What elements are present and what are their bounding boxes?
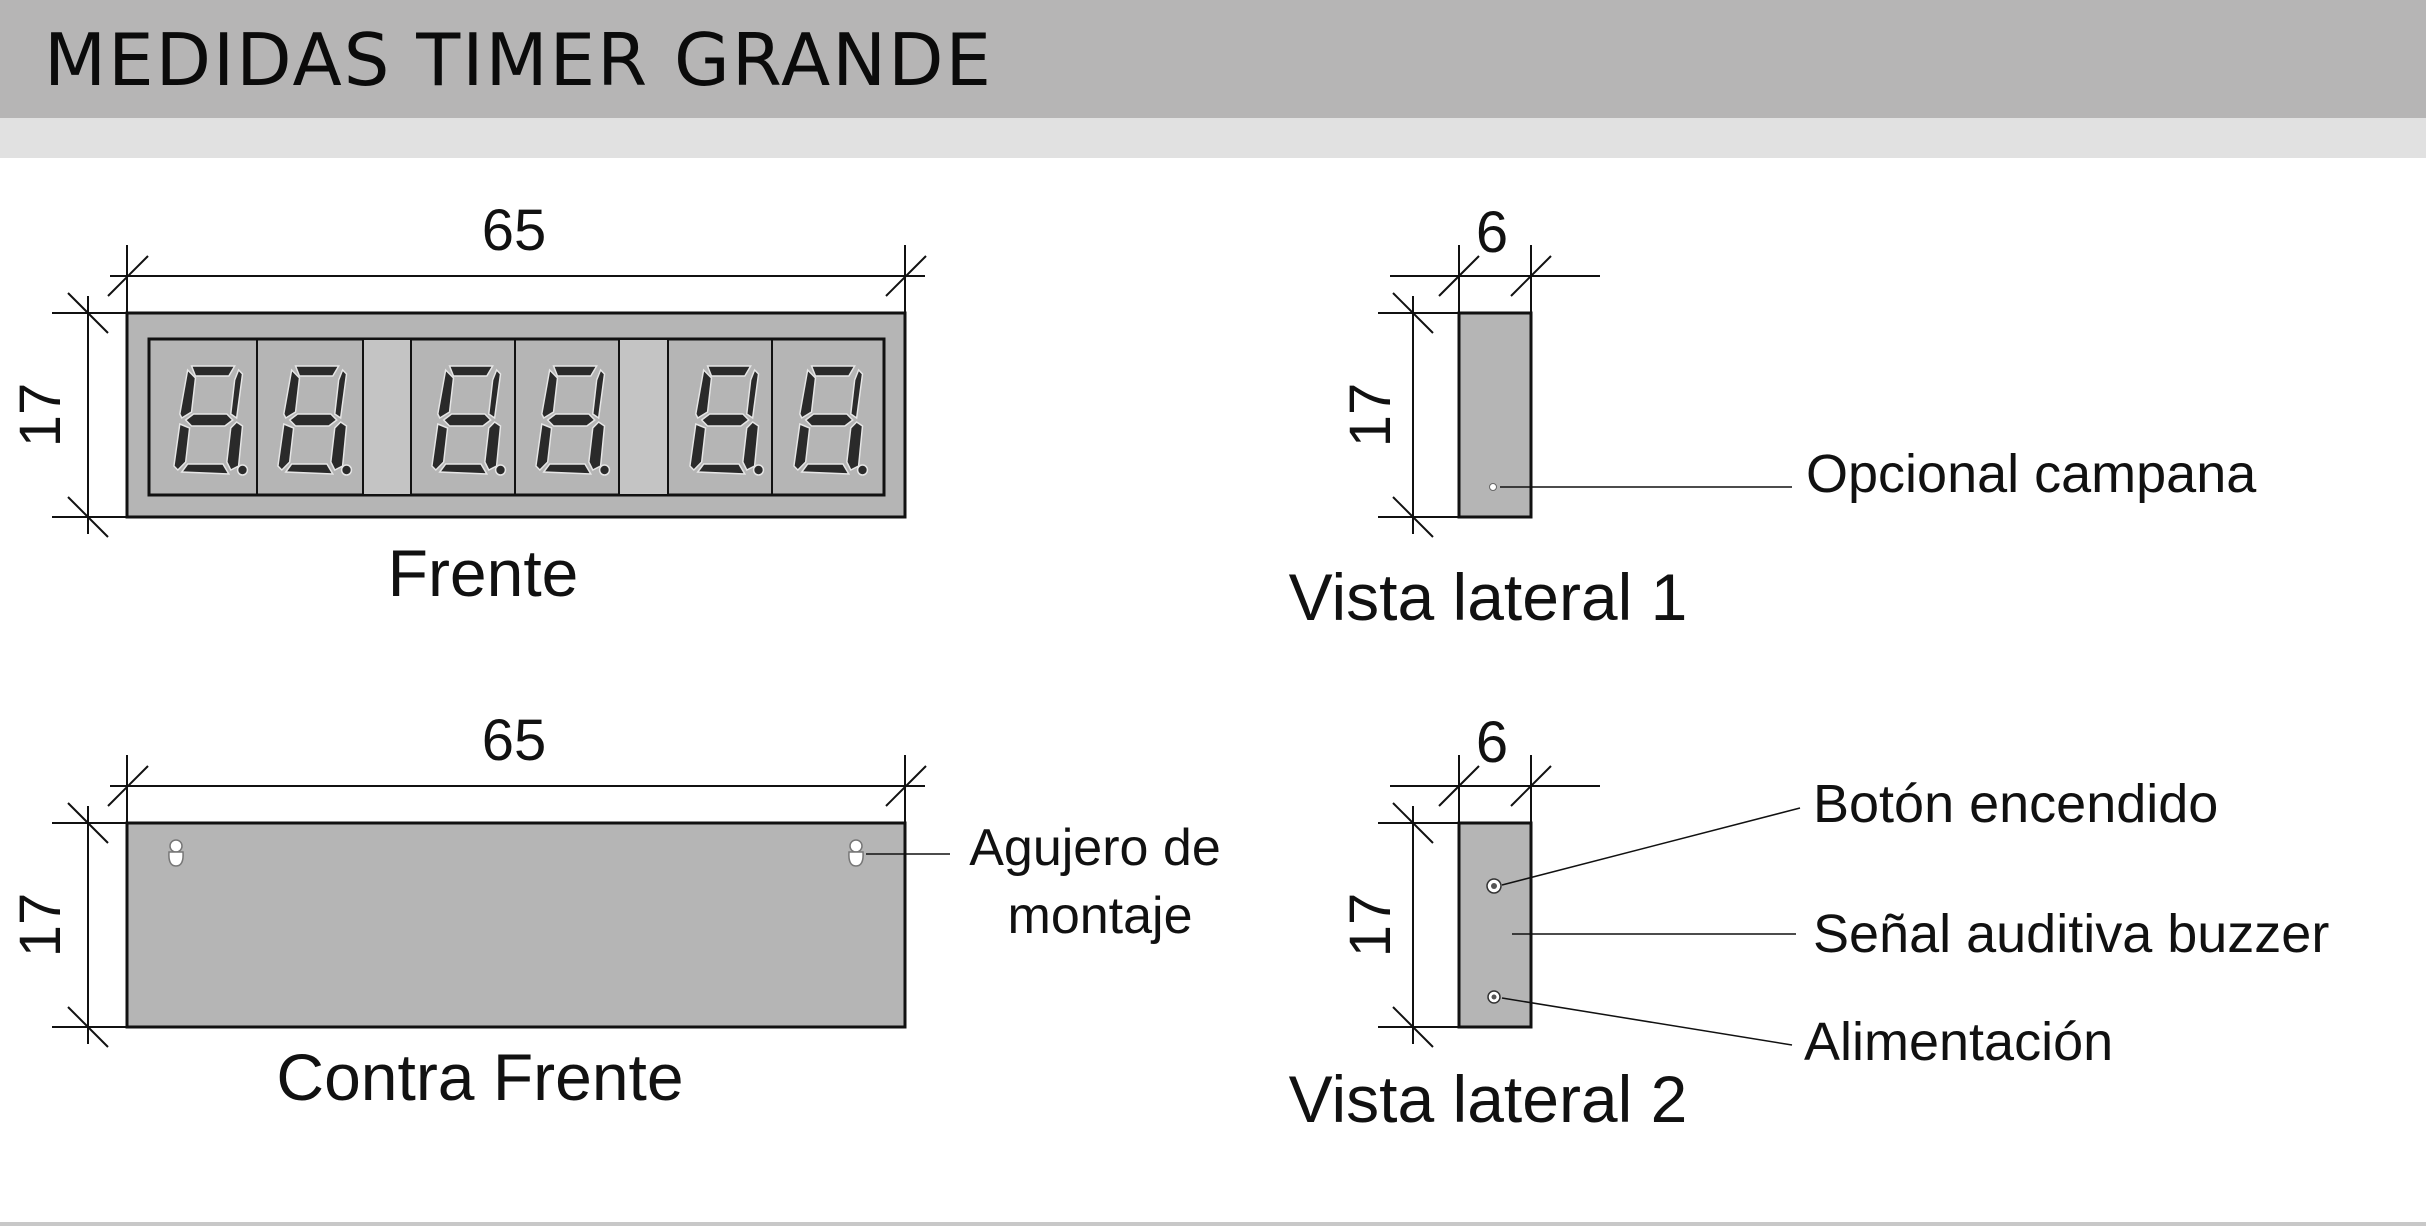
front-caption: Frente — [388, 536, 579, 610]
page-title: MEDIDAS TIMER GRANDE — [44, 18, 993, 102]
header-band — [0, 0, 2426, 118]
front-height-dimension — [52, 292, 127, 538]
back-width-dimension — [107, 755, 927, 823]
front-width-dimension — [107, 245, 927, 313]
side1-width-label: 6 — [1476, 200, 1508, 265]
callout-buzzer: Señal auditiva buzzer — [1813, 904, 2329, 964]
side1-height-label: 17 — [1338, 383, 1403, 448]
power-connector-icon — [1487, 990, 1501, 1004]
side2-width-dimension — [1390, 755, 1600, 823]
side-view-2: Botón encendido Señal auditiva buzzer Al… — [1289, 710, 2330, 1136]
hole-label-line2: montaje — [1008, 887, 1193, 945]
callout-power: Alimentación — [1804, 1012, 2113, 1072]
power-leader-line — [1501, 997, 1793, 1046]
bottom-divider — [0, 1222, 2426, 1226]
side1-bell-port — [1489, 483, 1497, 491]
back-housing — [125, 821, 907, 1029]
side2-width-label: 6 — [1476, 710, 1508, 775]
front-display-window — [147, 337, 886, 497]
side2-caption: Vista lateral 2 — [1289, 1062, 1688, 1136]
front-width-label: 65 — [482, 198, 547, 263]
side2-height-dimension — [1378, 802, 1459, 1048]
callout-button: Botón encendido — [1813, 774, 2218, 834]
side1-caption: Vista lateral 1 — [1289, 560, 1688, 634]
side1-housing — [1457, 311, 1533, 519]
front-digit-cells — [256, 338, 773, 496]
back-caption: Contra Frente — [276, 1040, 683, 1114]
back-height-dimension — [52, 802, 127, 1048]
header-subband — [0, 118, 2426, 158]
button-leader-line — [1501, 807, 1801, 886]
back-view: Agujero de montaje 65 17 Contra Frente — [8, 708, 1221, 1114]
side2-height-label: 17 — [1338, 893, 1403, 958]
power-button-icon — [1486, 878, 1502, 894]
hole-label-line1: Agujero de — [969, 819, 1221, 877]
front-view: 65 17 Frente — [8, 198, 927, 610]
side2-housing — [1457, 821, 1533, 1029]
mounting-hole-left — [168, 839, 184, 867]
side1-callout: Opcional campana — [1806, 444, 2257, 504]
mounting-hole-right — [848, 839, 864, 867]
back-width-label: 65 — [482, 708, 547, 773]
side1-height-dimension — [1378, 292, 1459, 538]
front-height-label: 17 — [8, 383, 73, 448]
back-height-label: 17 — [8, 893, 73, 958]
side1-width-dimension — [1390, 245, 1600, 313]
side-view-1: Opcional campana 6 17 Vista lateral 1 — [1289, 200, 2258, 634]
